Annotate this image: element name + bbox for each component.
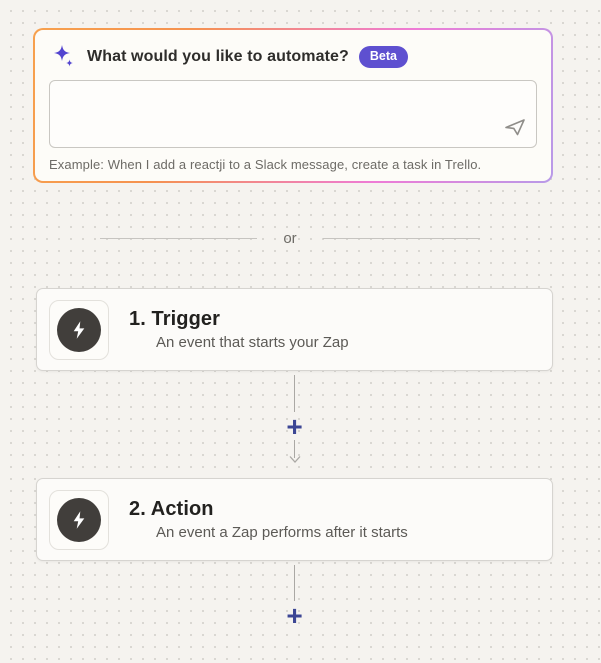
ai-automate-card: What would you like to automate? Beta Ex… [33,28,553,183]
ai-card-header: What would you like to automate? Beta [51,44,537,70]
connector-line [293,375,296,412]
example-text: Example: When I add a reactji to a Slack… [49,157,482,172]
ai-card-title: What would you like to automate? [87,48,349,65]
lightning-bolt-icon [73,320,85,339]
add-step-button[interactable]: + [280,413,308,441]
action-icon-box [49,489,109,550]
send-button[interactable] [501,114,529,140]
automation-input-wrap [49,80,537,148]
action-text: 2. Action An event a Zap performs after … [129,498,408,541]
connector-after-action: + [36,561,553,630]
action-icon-circle [57,497,101,542]
sparkle-icon [54,45,73,67]
connector-line [293,565,296,601]
add-step-button[interactable]: + [280,602,308,630]
trigger-icon-box [49,299,109,360]
action-title: 2. Action [129,498,214,520]
lightning-bolt-icon [73,510,85,529]
divider-line-right [322,237,480,239]
trigger-title: 1. Trigger [129,308,221,330]
connector-line [293,440,296,458]
trigger-icon-circle [57,307,101,352]
divider-line-left [100,237,258,239]
trigger-step-card[interactable]: 1. Trigger An event that starts your Zap [36,288,553,371]
trigger-subtitle: An event that starts your Zap [156,334,349,351]
action-subtitle: An event a Zap performs after it starts [156,524,408,541]
or-divider: or [100,226,480,250]
beta-badge: Beta [358,46,408,68]
action-step-card[interactable]: 2. Action An event a Zap performs after … [36,478,553,561]
arrow-down-icon [289,456,300,463]
send-icon [505,119,525,136]
trigger-text: 1. Trigger An event that starts your Zap [129,308,349,351]
connector-trigger-action: + [36,371,553,478]
automation-input[interactable] [49,80,537,148]
or-label: or [283,229,297,247]
